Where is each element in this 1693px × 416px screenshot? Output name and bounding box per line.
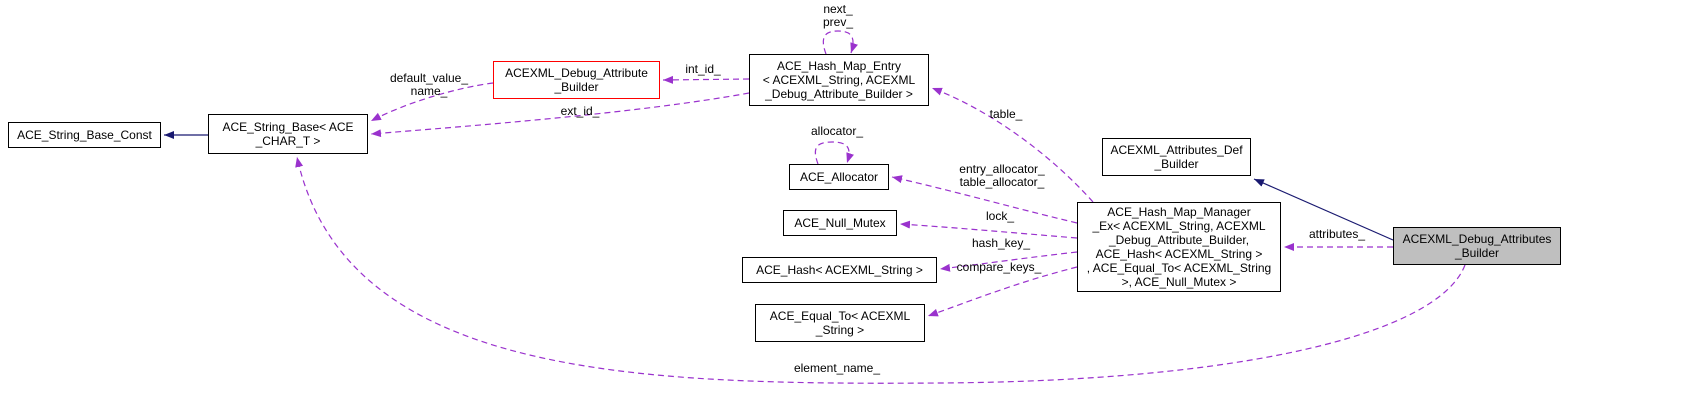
edge-label-allocator: allocator_ xyxy=(810,124,864,138)
edge-label-next-prev: next_ prev_ xyxy=(822,2,854,29)
edge-label-lock: lock_ xyxy=(985,209,1014,223)
node-ace-string-base[interactable]: ACE_String_Base< ACE _CHAR_T > xyxy=(208,114,368,154)
edge-compare-keys xyxy=(927,266,1078,317)
node-ace-allocator[interactable]: ACE_Allocator xyxy=(789,164,889,190)
edge-label-ext-id: ext_id_ xyxy=(560,104,600,118)
edge-label-int-id: int_id_ xyxy=(685,62,721,76)
edge-label-entry-table-allocator: entry_allocator_ table_allocator_ xyxy=(959,162,1045,189)
node-acexml-debug-attributes-builder[interactable]: ACEXML_Debug_Attributes _Builder xyxy=(1393,227,1561,265)
node-acexml-debug-attribute-builder[interactable]: ACEXML_Debug_Attribute _Builder xyxy=(493,61,660,99)
edge-label-compare-keys: compare_keys_ xyxy=(956,260,1042,274)
edge-label-element-name: element_name_ xyxy=(793,361,881,375)
edge-label-table: table_ xyxy=(989,107,1023,121)
edge-label-attributes: attributes_ xyxy=(1308,227,1366,241)
node-ace-null-mutex[interactable]: ACE_Null_Mutex xyxy=(783,210,897,236)
edge-allocator-loop xyxy=(814,141,854,165)
node-ace-string-base-const[interactable]: ACE_String_Base_Const xyxy=(8,122,161,148)
edge-label-default-value-name: default_value_ name_ xyxy=(389,71,469,98)
node-acexml-attributes-def-builder[interactable]: ACEXML_Attributes_Def _Builder xyxy=(1102,138,1251,176)
edge-next-prev-loop xyxy=(822,30,858,55)
node-ace-equal-to[interactable]: ACE_Equal_To< ACEXML _String > xyxy=(755,304,925,342)
node-ace-hash-map-entry[interactable]: ACE_Hash_Map_Entry < ACEXML_String, ACEX… xyxy=(749,54,929,106)
edge-int-id xyxy=(662,75,750,84)
edge-label-hash-key: hash_key_ xyxy=(971,236,1031,250)
node-ace-hash-map-manager-ex[interactable]: ACE_Hash_Map_Manager _Ex< ACEXML_String,… xyxy=(1077,202,1281,292)
node-ace-hash[interactable]: ACE_Hash< ACEXML_String > xyxy=(742,257,937,283)
